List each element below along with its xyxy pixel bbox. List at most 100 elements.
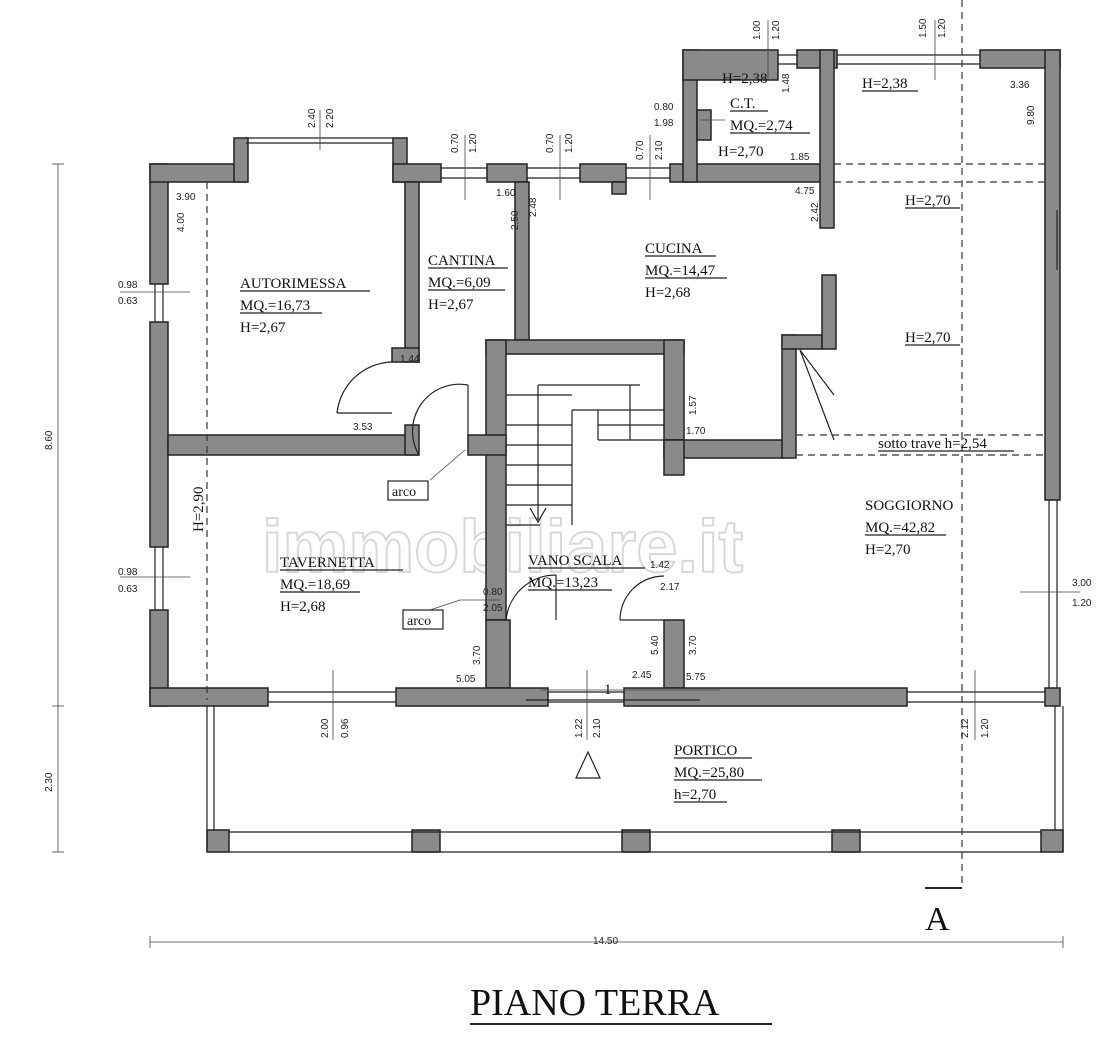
room-area: MQ.=16,73	[240, 298, 310, 314]
svg-text:0.80: 0.80	[483, 587, 503, 598]
svg-text:8.60: 8.60	[44, 430, 55, 450]
svg-text:2.17: 2.17	[660, 582, 680, 593]
room-name: CUCINA	[645, 241, 703, 257]
room-name: CANTINA	[428, 253, 496, 269]
svg-text:3.90: 3.90	[176, 192, 196, 203]
svg-text:1.44: 1.44	[400, 354, 420, 365]
svg-text:1.60: 1.60	[496, 188, 516, 199]
svg-text:2.10: 2.10	[592, 718, 603, 738]
svg-text:4.00: 4.00	[176, 212, 187, 232]
dashed-lines	[206, 0, 1045, 888]
svg-text:1.20: 1.20	[468, 133, 479, 153]
dimension-lines	[52, 20, 1080, 948]
portico-pillars	[206, 829, 1064, 853]
svg-text:1.98: 1.98	[654, 118, 674, 129]
svg-text:1.48: 1.48	[781, 73, 792, 93]
svg-text:1.00: 1.00	[752, 20, 763, 40]
svg-text:2.12: 2.12	[960, 718, 971, 738]
room-area: MQ.=14,47	[645, 263, 716, 279]
windows	[154, 54, 1064, 853]
svg-text:9.80: 9.80	[1026, 105, 1037, 125]
room-area: MQ.=6,09	[428, 275, 491, 291]
room-height: H=2,67	[240, 320, 286, 336]
svg-text:1.20: 1.20	[564, 133, 575, 153]
svg-text:1.42: 1.42	[650, 560, 670, 571]
walls	[149, 49, 1061, 707]
stair-mark: 1	[604, 682, 612, 698]
note-h-right-2: H=2,70	[905, 330, 951, 346]
svg-text:4.75: 4.75	[795, 186, 815, 197]
svg-text:1.20: 1.20	[937, 18, 948, 38]
note-h-right-1: H=2,70	[905, 193, 951, 209]
staircase	[506, 384, 664, 526]
svg-text:2.50: 2.50	[510, 210, 521, 230]
room-area: MQ.=13,23	[528, 575, 598, 591]
svg-text:2.40: 2.40	[307, 108, 318, 128]
room-name: PORTICO	[674, 743, 737, 759]
svg-text:0.70: 0.70	[450, 133, 461, 153]
room-name: TAVERNETTA	[280, 555, 375, 571]
svg-text:2.00: 2.00	[320, 718, 331, 738]
room-height: H=2,68	[280, 599, 326, 615]
svg-text:2.45: 2.45	[632, 670, 652, 681]
svg-text:0.63: 0.63	[118, 584, 138, 595]
svg-text:1.20: 1.20	[771, 20, 782, 40]
svg-text:0.96: 0.96	[340, 718, 351, 738]
svg-text:1.70: 1.70	[686, 426, 706, 437]
svg-text:14.50: 14.50	[593, 936, 618, 947]
svg-text:3.53: 3.53	[353, 422, 373, 433]
svg-text:1.85: 1.85	[790, 152, 810, 163]
svg-text:3.70: 3.70	[688, 635, 699, 655]
room-name: VANO SCALA	[528, 553, 622, 569]
svg-text:1.57: 1.57	[688, 395, 699, 415]
section-marker: A	[925, 901, 950, 938]
svg-text:1.50: 1.50	[918, 18, 929, 38]
svg-text:5.40: 5.40	[650, 635, 661, 655]
room-name: SOGGIORNO	[865, 498, 954, 514]
svg-text:2.05: 2.05	[483, 603, 503, 614]
room-vano-scala: VANO SCALA MQ.=13,23	[528, 553, 645, 591]
room-height: H=2,70	[865, 542, 911, 558]
svg-text:2.42: 2.42	[810, 202, 821, 222]
room-tavernetta: TAVERNETTA MQ.=18,69 H=2,68	[280, 555, 403, 615]
svg-text:5.05: 5.05	[456, 674, 476, 685]
room-ct: H=2,38 C.T. MQ.=2,74 H=2,70	[718, 71, 810, 160]
svg-text:2.48: 2.48	[528, 197, 539, 217]
svg-text:1.20: 1.20	[980, 718, 991, 738]
room-area: MQ.=25,80	[674, 765, 744, 781]
svg-text:arco: arco	[392, 485, 416, 500]
svg-text:0.98: 0.98	[118, 567, 138, 578]
room-top-height: H=2,38	[722, 71, 768, 87]
room-portico: PORTICO MQ.=25,80 h=2,70	[674, 743, 762, 803]
room-height: H=2,67	[428, 297, 474, 313]
svg-text:1.20: 1.20	[1072, 598, 1092, 609]
svg-text:0.70: 0.70	[545, 133, 556, 153]
svg-text:0.70: 0.70	[635, 140, 646, 160]
svg-text:0.98: 0.98	[118, 280, 138, 291]
room-height: h=2,70	[674, 787, 716, 803]
room-height: H=2,68	[645, 285, 691, 301]
svg-text:3.70: 3.70	[472, 645, 483, 665]
svg-text:2.30: 2.30	[44, 772, 55, 792]
room-cucina: CUCINA MQ.=14,47 H=2,68	[645, 241, 727, 301]
room-area: MQ.=18,69	[280, 577, 350, 593]
svg-text:2.20: 2.20	[325, 108, 336, 128]
room-name: AUTORIMESSA	[240, 276, 347, 292]
svg-text:5.75: 5.75	[686, 672, 706, 683]
svg-text:2.10: 2.10	[654, 140, 665, 160]
doors	[336, 349, 835, 779]
room-height: H=2,70	[718, 144, 764, 160]
page-title: PIANO TERRA	[470, 982, 720, 1024]
room-cantina: CANTINA MQ.=6,09 H=2,67	[428, 253, 508, 313]
note-sotto-trave: sotto trave h=2,54	[878, 436, 987, 452]
note-tavernetta-side: H=2,90	[191, 486, 207, 532]
svg-text:3.00: 3.00	[1072, 578, 1092, 589]
arco-label-1: arco	[387, 480, 429, 501]
arco-label-2: arco	[402, 609, 444, 630]
height-notes: H=2,38 H=2,70 H=2,70 sotto trave h=2,54 …	[191, 76, 1014, 698]
note-h-top-right: H=2,38	[862, 76, 908, 92]
svg-text:1.22: 1.22	[574, 718, 585, 738]
room-area: MQ.=2,74	[730, 118, 793, 134]
room-area: MQ.=42,82	[865, 520, 935, 536]
